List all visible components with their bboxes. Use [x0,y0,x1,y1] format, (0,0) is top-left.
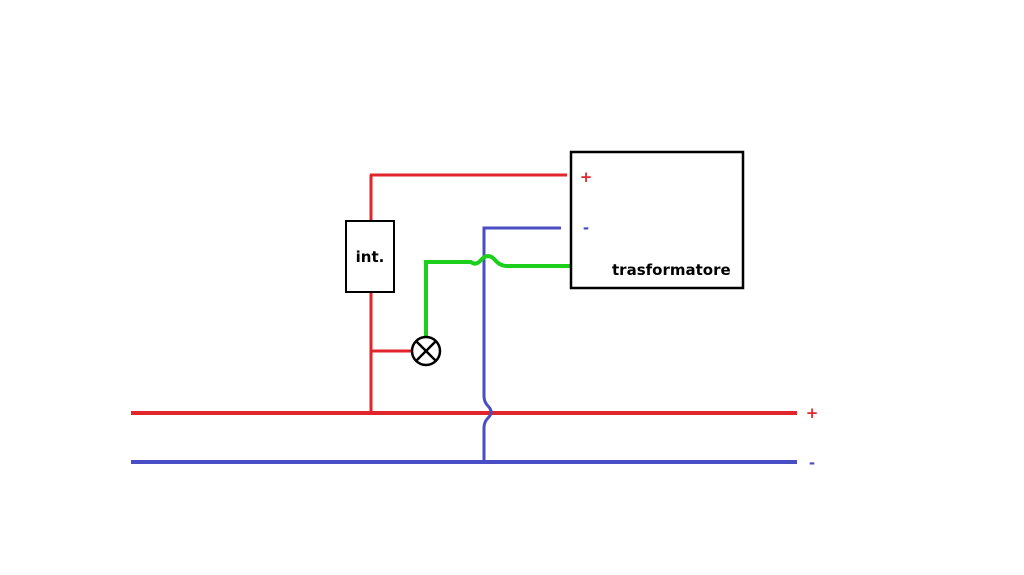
switch-box [345,220,395,293]
rail-plus-label: + [806,404,819,422]
lamp-cross-icon [410,335,442,367]
rail-minus-label: - [809,454,815,472]
lamp-cross-line-b [415,340,437,362]
negative-wiring [131,226,797,464]
transformer-minus-terminal: - [583,219,589,237]
transformer-component: + - trasformatore [569,150,745,290]
transformer-plus-terminal: + [580,168,593,186]
negative-return-wire [482,226,561,462]
transformer-box [569,150,745,290]
switch-component: int. [345,220,395,293]
signal-wire [424,254,578,336]
transformer-label: trasformatore [612,261,731,279]
switch-label: int. [356,248,385,266]
positive-wiring [131,173,797,415]
